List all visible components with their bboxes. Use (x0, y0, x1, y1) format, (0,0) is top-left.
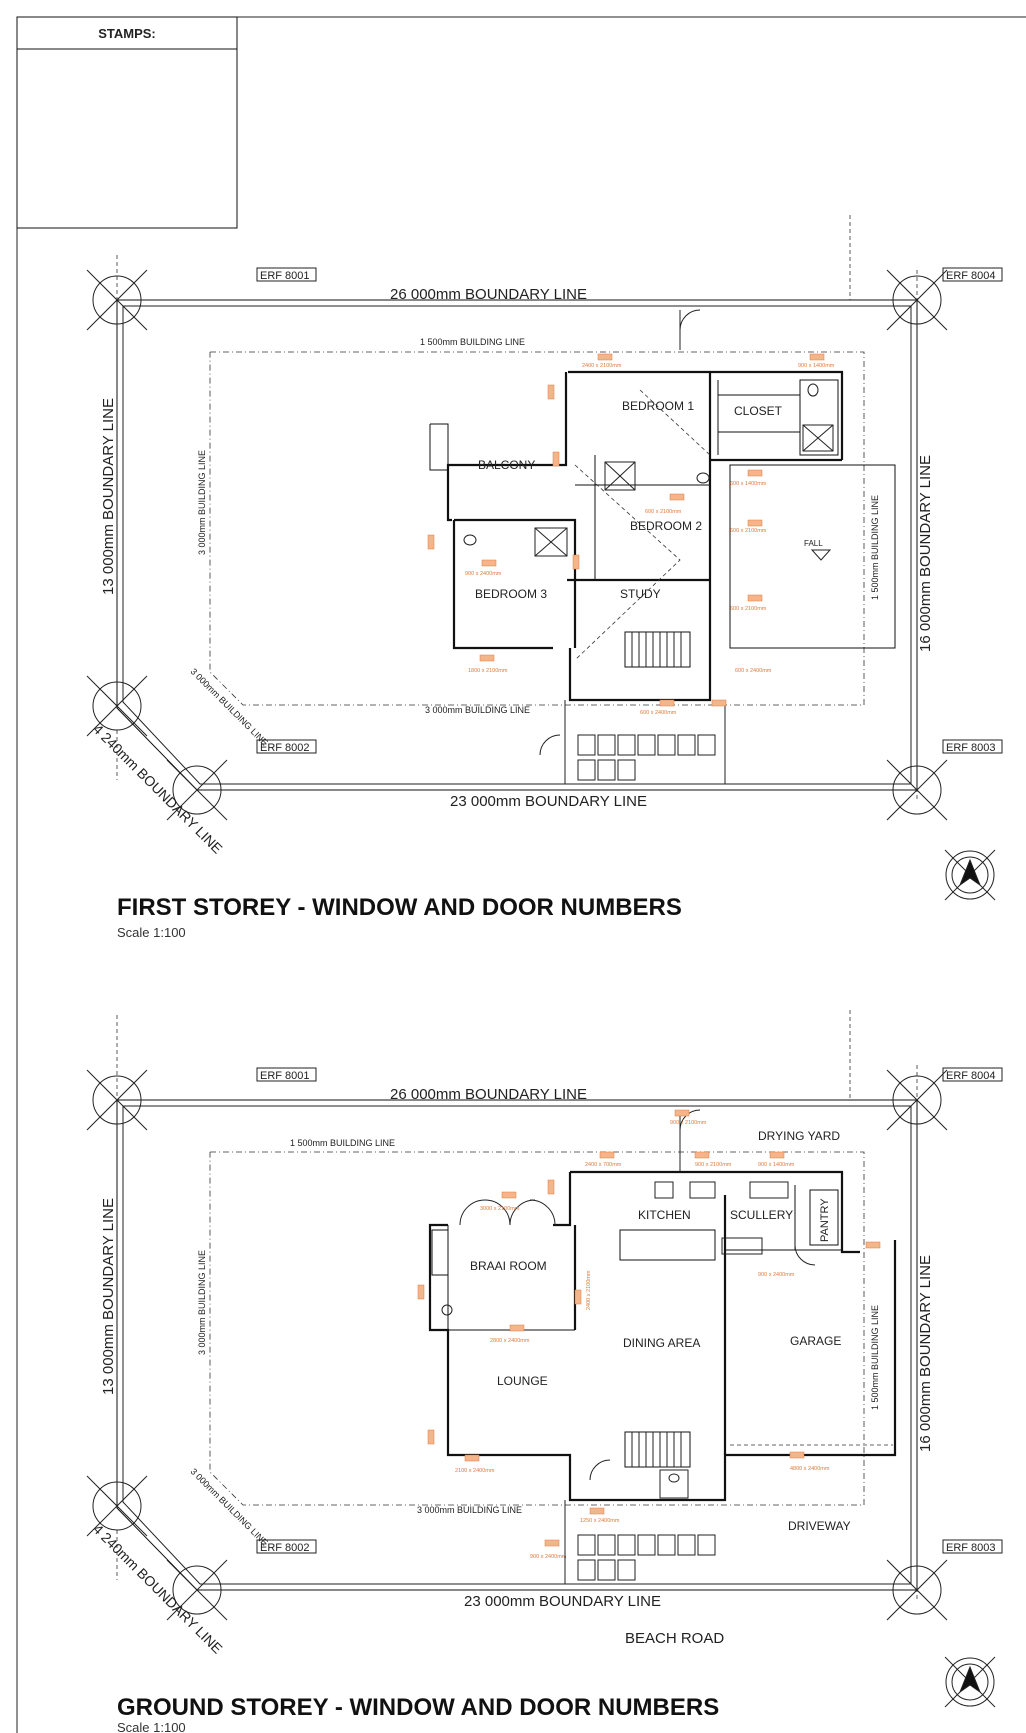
ground-room-scullery: SCULLERY (730, 1208, 793, 1222)
first-room-balcony: BALCONY (478, 458, 535, 472)
ground-room-driveway: DRIVEWAY (788, 1519, 851, 1533)
first-boundary-bottom-label: 23 000mm BOUNDARY LINE (450, 793, 647, 810)
first-room-study: STUDY (620, 587, 661, 601)
first-boundary (116, 299, 918, 791)
svg-text:600 x 2100mm: 600 x 2100mm (730, 606, 767, 612)
ground-beach-road: BEACH ROAD (625, 1630, 724, 1647)
first-storey-title: FIRST STOREY - WINDOW AND DOOR NUMBERS (117, 894, 682, 921)
svg-text:3000 x 2100mm: 3000 x 2100mm (480, 1206, 520, 1212)
svg-text:2100 x 2400mm: 2100 x 2400mm (455, 1468, 495, 1474)
svg-text:2800 x 2400mm: 2800 x 2400mm (490, 1338, 530, 1344)
first-erf-8001: ERF 8001 (260, 270, 310, 282)
first-boundary-left-label: 13 000mm BOUNDARY LINE (100, 398, 117, 595)
svg-text:600 x 2100mm: 600 x 2100mm (730, 528, 767, 534)
ground-room-kitchen: KITCHEN (638, 1208, 691, 1222)
svg-text:900 x 2400mm: 900 x 2400mm (758, 1272, 795, 1278)
ground-north-arrow-icon (944, 1656, 996, 1708)
ground-pantry-box (809, 1189, 839, 1246)
svg-text:900 x 2400mm: 900 x 2400mm (530, 1554, 567, 1560)
first-room-closet: CLOSET (734, 404, 783, 418)
ground-house-walls (428, 1109, 897, 1584)
ground-storey-title: GROUND STOREY - WINDOW AND DOOR NUMBERS (117, 1694, 719, 1721)
first-erf-8003: ERF 8003 (946, 742, 996, 754)
svg-text:600 x 2400mm: 600 x 2400mm (735, 668, 772, 674)
svg-text:1250 x 2400mm: 1250 x 2400mm (580, 1518, 620, 1524)
ground-building-left-label: 3 000mm BUILDING LINE (197, 1250, 207, 1355)
ground-building-diag-label: 3 000mm BUILDING LINE (189, 1466, 270, 1547)
ground-room-pantry: PANTRY (819, 1198, 831, 1242)
ground-boundary (116, 1099, 918, 1591)
ground-window-door-tags: 900 x 2100mm 2400 x 700mm 900 x 2100mm 9… (417, 1109, 881, 1560)
first-storey-plan: 2400 x 2100mm 900 x 1400mm 600 x 2100mm … (86, 215, 1003, 901)
first-parking-grid (577, 734, 716, 781)
first-right-balcony (729, 464, 896, 649)
svg-text:900 x 1400mm: 900 x 1400mm (758, 1162, 795, 1168)
ground-erf-8001: ERF 8001 (260, 1070, 310, 1082)
ground-boundary-left-label: 13 000mm BOUNDARY LINE (100, 1198, 117, 1395)
first-building-line (209, 351, 865, 706)
first-building-diag-label: 3 000mm BUILDING LINE (189, 666, 270, 747)
ground-parking-grid (577, 1534, 716, 1581)
svg-text:2400 x 2100mm: 2400 x 2100mm (582, 363, 622, 369)
ground-storey-scale: Scale 1:100 (117, 1720, 186, 1733)
first-north-arrow-icon (944, 849, 996, 901)
svg-text:900 x 2400mm: 900 x 2400mm (465, 571, 502, 577)
ground-boundary-bottom-label: 23 000mm BOUNDARY LINE (464, 1593, 661, 1610)
svg-text:1800 x 2100mm: 1800 x 2100mm (468, 668, 508, 674)
ground-building-line (209, 1151, 865, 1506)
first-room-bedroom1: BEDROOM 1 (622, 399, 694, 413)
first-erf-8002: ERF 8002 (260, 742, 310, 754)
first-building-top-label: 1 500mm BUILDING LINE (420, 337, 525, 347)
first-window-door-tags: 2400 x 2100mm 900 x 1400mm 600 x 2100mm … (427, 353, 835, 716)
ground-staircase (624, 1431, 691, 1468)
svg-text:600 x 2400mm: 600 x 2400mm (640, 710, 677, 716)
ground-room-dining: DINING AREA (623, 1336, 700, 1350)
stamps-label: STAMPS: (98, 26, 156, 41)
first-room-bedroom3: BEDROOM 3 (475, 587, 547, 601)
ground-storey-plan: 900 x 2100mm 2400 x 700mm 900 x 2100mm 9… (86, 1010, 1003, 1708)
svg-text:4800 x 2400mm: 4800 x 2400mm (790, 1466, 830, 1472)
ground-boundary-diag-label: 4 240mm BOUNDARY LINE (90, 1521, 226, 1657)
svg-text:600 x 2100mm: 600 x 2100mm (645, 509, 682, 515)
ground-room-garage: GARAGE (790, 1334, 841, 1348)
ground-room-lounge: LOUNGE (497, 1374, 548, 1388)
first-boundary-diag-label: 4 240mm BOUNDARY LINE (90, 721, 226, 857)
first-survey-markers (86, 269, 948, 821)
ground-room-drying-yard: DRYING YARD (758, 1129, 840, 1143)
svg-text:600 x 1400mm: 600 x 1400mm (730, 481, 767, 487)
first-building-left-label: 3 000mm BUILDING LINE (197, 450, 207, 555)
ground-boundary-right-label: 16 000mm BOUNDARY LINE (917, 1255, 934, 1452)
first-building-bottom-label: 3 000mm BUILDING LINE (425, 705, 530, 715)
first-staircase (624, 631, 691, 668)
ground-erf-8003: ERF 8003 (946, 1542, 996, 1554)
svg-text:900 x 2100mm: 900 x 2100mm (670, 1120, 707, 1126)
ground-survey-markers (86, 1069, 948, 1621)
stamps-box: STAMPS: (16, 16, 238, 229)
first-erf-8004: ERF 8004 (946, 270, 996, 282)
svg-text:2400 x 2100mm: 2400 x 2100mm (586, 1270, 592, 1310)
ground-erf-8004: ERF 8004 (946, 1070, 996, 1082)
first-room-bedroom2: BEDROOM 2 (630, 519, 702, 533)
ground-boundary-top-label: 26 000mm BOUNDARY LINE (390, 1086, 587, 1103)
svg-text:2400 x 700mm: 2400 x 700mm (585, 1162, 622, 1168)
first-fall-label: FALL (804, 539, 823, 548)
first-storey-scale: Scale 1:100 (117, 925, 186, 940)
first-boundary-right-label: 16 000mm BOUNDARY LINE (917, 455, 934, 652)
ground-building-bottom-label: 3 000mm BUILDING LINE (417, 1505, 522, 1515)
first-building-right-label: 1 500mm BUILDING LINE (870, 495, 880, 600)
svg-text:900 x 1400mm: 900 x 1400mm (798, 363, 835, 369)
ground-kitchen-island (619, 1229, 716, 1261)
svg-text:900 x 2100mm: 900 x 2100mm (695, 1162, 732, 1168)
ground-room-braai: BRAAI ROOM (470, 1259, 547, 1273)
ground-building-top-label: 1 500mm BUILDING LINE (290, 1138, 395, 1148)
first-house-walls (429, 309, 896, 784)
ground-building-right-label: 1 500mm BUILDING LINE (870, 1305, 880, 1410)
first-boundary-top-label: 26 000mm BOUNDARY LINE (390, 286, 587, 303)
ground-erf-8002: ERF 8002 (260, 1542, 310, 1554)
